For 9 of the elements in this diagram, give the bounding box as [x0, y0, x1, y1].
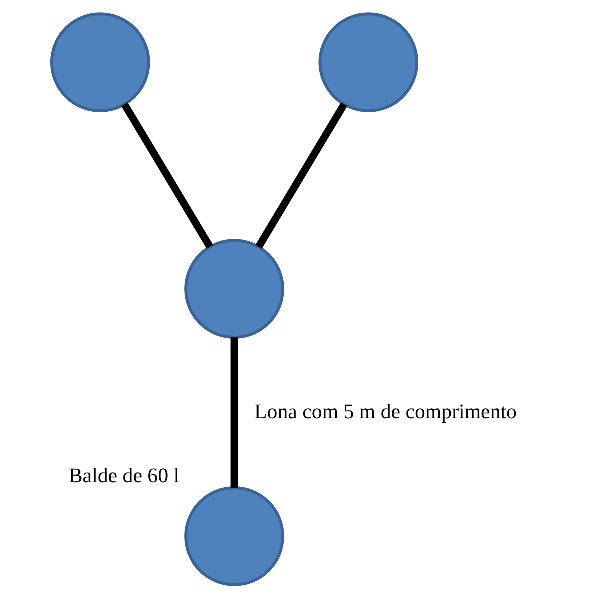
node-circle [50, 12, 150, 112]
node-circle [184, 239, 284, 339]
node-circle [318, 12, 419, 112]
node-label: Balde de 60 l [68, 463, 180, 488]
connector [230, 338, 238, 488]
node-circle [184, 486, 284, 586]
connector [256, 102, 348, 249]
edge-label: Lona com 5 m de comprimento [254, 399, 517, 424]
connector [122, 102, 214, 249]
